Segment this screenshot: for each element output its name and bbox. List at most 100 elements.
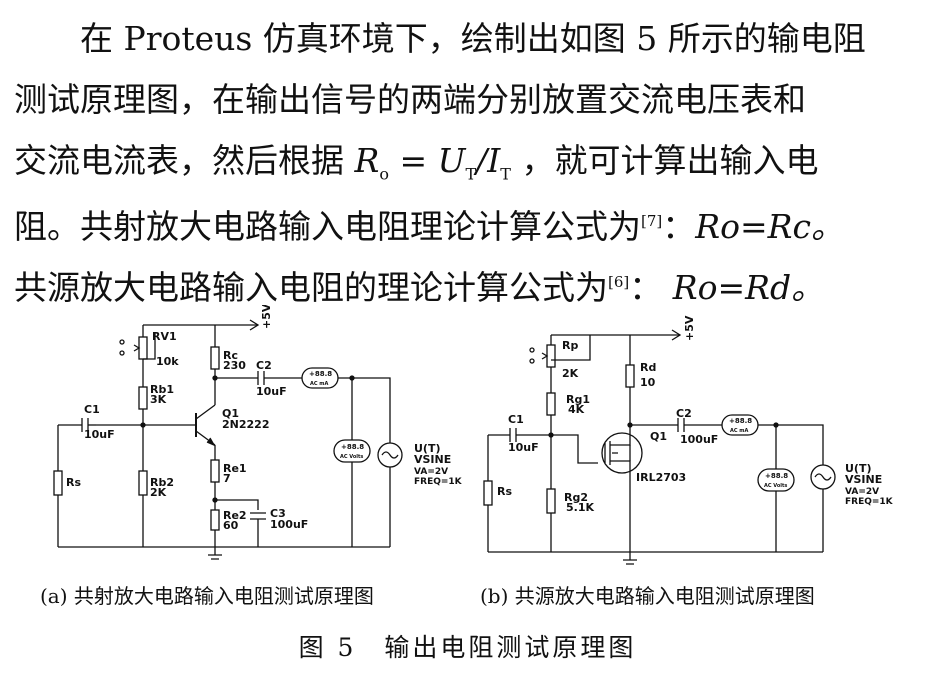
a-rb1-body — [138, 386, 148, 410]
b-rp-wiper-wire — [551, 335, 591, 361]
para-line-2: 测试原理图，在输出信号的两端分别放置交流电压表和 — [14, 80, 806, 119]
figure-title: 图 5 输出电阻测试原理图 — [298, 633, 637, 662]
b-rg2-label: Rg2 — [564, 491, 588, 504]
a-q1-collector-lead — [195, 404, 216, 420]
a-c3-value: 100uF — [270, 518, 308, 531]
circuit-diagrams: RV1 10k Rc 230 C2 10uF Rb1 3K C1 10uF Q1… — [53, 305, 894, 565]
b-rd-body — [625, 364, 635, 388]
b-gate-wire — [516, 434, 598, 464]
formula-div-i: /I — [476, 141, 501, 180]
formula-ro-rd: Ro=Rd。 — [672, 268, 825, 307]
a-ammeter-unit: AC mA — [310, 381, 328, 387]
b-ammeter-unit: AC mA — [730, 428, 748, 434]
a-rv1-pin-2 — [119, 350, 125, 356]
circuit-a — [53, 319, 403, 560]
para-line-3-post: ，就可计算出输入电 — [510, 141, 819, 180]
b-rg1-label: Rg1 — [566, 393, 590, 406]
formula-sub-o: o — [379, 164, 389, 184]
a-rb1-label: Rb1 — [150, 383, 174, 396]
b-mosfet-channel — [612, 445, 631, 461]
a-q1-value: 2N2222 — [222, 418, 269, 431]
formula-eq-u: = U — [389, 141, 466, 180]
para-line-3-pre: 交流电流表，然后根据 — [14, 141, 355, 180]
a-source-wave — [381, 451, 399, 459]
b-c1-plates — [509, 428, 517, 442]
b-source-wave — [814, 473, 832, 481]
a-supply-label: +5V — [260, 305, 273, 329]
a-supply-arrow — [249, 319, 260, 331]
b-output-junction — [773, 422, 779, 428]
b-q1-label: Q1 — [650, 430, 667, 443]
a-rb2-value: 2K — [150, 486, 167, 499]
a-ground-symbol — [208, 547, 222, 560]
a-output-junction — [349, 375, 355, 381]
b-mosfet-symbol — [604, 430, 631, 475]
a-output-wire — [338, 377, 391, 445]
b-c2-plates — [677, 418, 685, 432]
a-rb2-body — [138, 470, 148, 496]
circuit-b — [483, 329, 836, 565]
a-source-amplitude: VA=2V — [414, 467, 448, 477]
b-rp-pin-1 — [529, 347, 535, 353]
a-re2-body — [210, 509, 220, 531]
a-c2-plates — [257, 371, 265, 385]
b-mosfet-circle — [601, 432, 643, 474]
a-rb1-value: 3K — [150, 393, 167, 406]
b-c2-label: C2 — [676, 407, 692, 420]
b-c1-label: C1 — [508, 413, 524, 426]
formula-ro-rc: Ro=Rc。 — [695, 207, 844, 246]
a-c3-top-wire — [215, 499, 259, 510]
a-rv1-wiper — [133, 344, 141, 352]
b-rp-pin-2 — [529, 358, 535, 364]
b-rd-label: Rd — [640, 361, 656, 374]
para-line-3: 交流电流表，然后根据 Ro = UT/IT ，就可计算出输入电 — [14, 130, 927, 191]
b-rg2-body — [546, 488, 556, 514]
para-line-5-pre: 共源放大电路输入电阻的理论计算公式为 — [14, 268, 608, 307]
caption-b: (b) 共源放大电路输入电阻测试原理图 — [480, 584, 815, 608]
para-line-5-post: ： — [629, 268, 673, 307]
a-c1-value: 10uF — [84, 428, 115, 441]
a-voltmeter-reading: +88.8 — [341, 443, 364, 451]
b-rd-value: 10 — [640, 376, 656, 389]
a-c3-plates — [250, 512, 266, 520]
a-rb2-label: Rb2 — [150, 476, 174, 489]
b-c2-value: 100uF — [680, 433, 718, 446]
b-rg2-value: 5.1K — [566, 501, 594, 514]
body-paragraph: 在 Proteus 仿真环境下，绘制出如图 5 所示的输电阻 测试原理图，在输出… — [14, 8, 927, 313]
a-c2-label: C2 — [256, 359, 272, 372]
b-c1-value: 10uF — [508, 441, 539, 454]
a-re2-value: 60 — [223, 519, 239, 532]
b-rg1-value: 4K — [568, 403, 585, 416]
a-source-type: VSINE — [414, 453, 451, 466]
reference-7: [7] — [641, 212, 663, 230]
b-rp-label: Rp — [562, 339, 578, 352]
formula-r: R — [354, 141, 380, 180]
a-c2-value: 10uF — [256, 385, 287, 398]
a-c1-label: C1 — [84, 403, 100, 416]
para-line-1: 在 Proteus 仿真环境下，绘制出如图 5 所示的输电阻 — [80, 19, 866, 58]
b-output-wire — [758, 424, 824, 465]
b-source-frequency: FREQ=1K — [845, 497, 894, 507]
a-rv1-wiper-wire — [143, 333, 156, 360]
b-source-label: U(T) — [845, 462, 872, 475]
reference-6: [6] — [608, 273, 630, 291]
a-rc-body — [210, 346, 220, 370]
a-rs-label: Rs — [66, 476, 81, 489]
a-re1-body — [210, 459, 220, 483]
a-re1-label: Re1 — [223, 462, 247, 475]
formula-sub-t2: T — [500, 164, 511, 184]
a-re2-label: Re2 — [223, 509, 247, 522]
a-source-frequency: FREQ=1K — [414, 477, 463, 487]
b-rs-body — [483, 480, 493, 506]
b-rg1-body — [546, 392, 556, 416]
para-line-5: 共源放大电路输入电阻的理论计算公式为[6]： Ro=Rd。 — [14, 252, 927, 313]
a-rc-value: 230 — [223, 359, 246, 372]
a-re1-value: 7 — [223, 472, 231, 485]
b-voltmeter-reading: +88.8 — [765, 472, 788, 480]
a-ammeter-reading: +88.8 — [309, 370, 332, 378]
b-rp-wiper — [541, 352, 549, 360]
b-voltmeter-unit: AC Volts — [764, 483, 787, 489]
b-q1-value: IRL2703 — [636, 471, 686, 484]
para-line-4-post: ： — [662, 207, 696, 246]
a-q1-label: Q1 — [222, 407, 239, 420]
